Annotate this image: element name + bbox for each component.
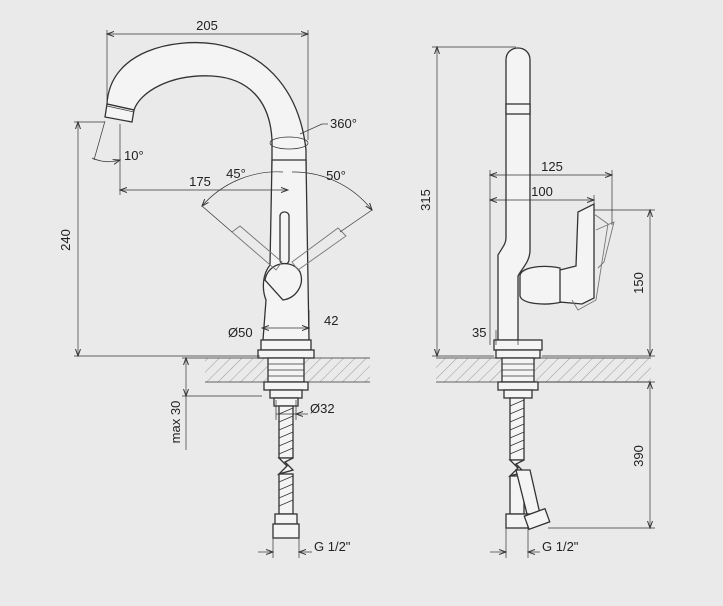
dim-side-height: 315 [418, 189, 433, 211]
front-lever [279, 211, 290, 265]
front-hose [272, 405, 300, 539]
front-spout [106, 41, 307, 171]
side-lever [559, 202, 595, 305]
dim-thread-side: G 1/2" [542, 539, 579, 554]
dim-lever-right: 50° [326, 168, 346, 183]
dim-lever-left: 45° [226, 166, 246, 181]
dim-reach: 175 [189, 174, 211, 189]
dim-base-offset: 42 [324, 313, 338, 328]
dim-swivel: 360° [330, 116, 357, 131]
side-hoses [505, 397, 551, 531]
dim-shank-dia: Ø32 [310, 401, 335, 416]
side-spout [497, 47, 531, 341]
dim-depth-lever: 100 [531, 184, 553, 199]
dim-height: 240 [58, 229, 73, 251]
side-countertop [436, 358, 651, 382]
dim-lever-height: 150 [631, 272, 646, 294]
dim-spout-angle: 10° [124, 148, 144, 163]
side-view: 315 125 100 150 35 390 G 1/2" [418, 47, 655, 558]
dim-width: 205 [196, 18, 218, 33]
front-view: 205 240 360° 10° 175 45° 50° Ø50 42 [58, 18, 372, 558]
dim-thread-front: G 1/2" [314, 539, 351, 554]
dim-depth-total: 125 [541, 159, 563, 174]
dim-hose-length: 390 [631, 445, 646, 467]
dim-base-dia: Ø50 [228, 325, 253, 340]
dim-side-base-offset: 35 [472, 325, 486, 340]
dim-max-thickness: max 30 [168, 401, 183, 444]
